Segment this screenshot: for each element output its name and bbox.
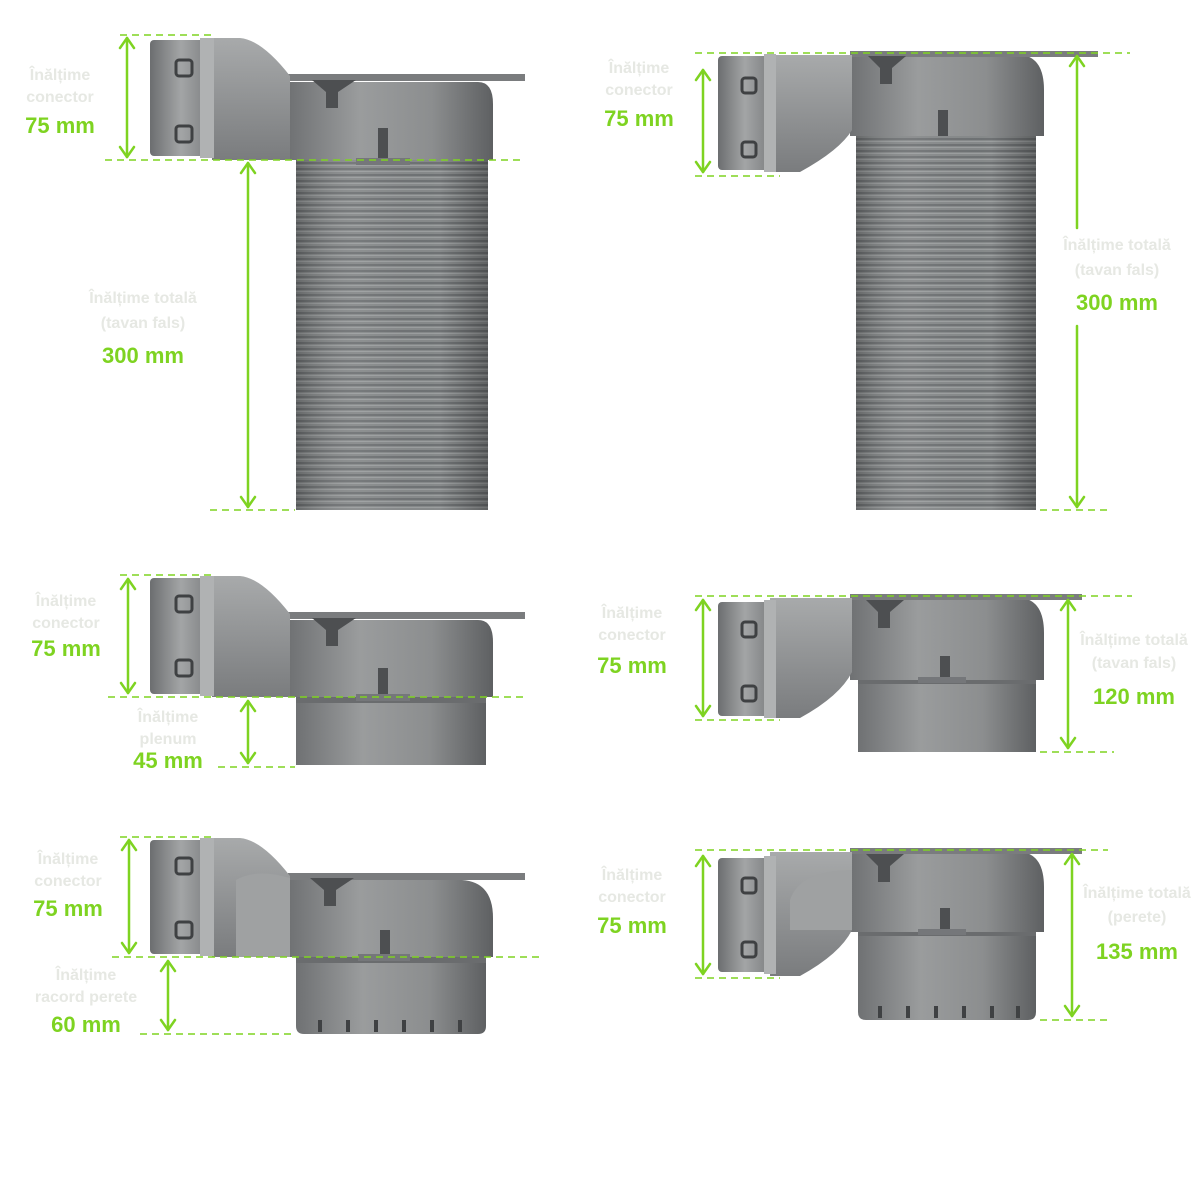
- connector-height-arrow: [694, 854, 712, 976]
- wall-title-line2: racord perete: [35, 989, 137, 1006]
- panel-e: Înălțime conector 75 mm Înălțime racord …: [33, 836, 540, 1037]
- round-connector: [718, 54, 852, 172]
- panel-c: Înălțime conector 75 mm Înălțime plenum …: [31, 574, 528, 773]
- connector-title-line2: conector: [26, 89, 94, 106]
- connector-title-line2: conector: [34, 873, 102, 890]
- connector-value: 75 mm: [604, 106, 674, 131]
- connector-value: 75 mm: [33, 896, 103, 921]
- total-title-line2: (perete): [1108, 909, 1167, 926]
- round-connector: [718, 852, 852, 976]
- plenum-height-arrow: [239, 699, 257, 765]
- connector-title-line1: Înălțime: [608, 58, 670, 77]
- connector-value: 75 mm: [597, 653, 667, 678]
- connector-title-line1: Înălțime: [601, 865, 663, 884]
- total-height-arrow: [1068, 54, 1086, 509]
- plenum-title-line2: plenum: [140, 731, 197, 748]
- plenum-box: [288, 873, 525, 961]
- round-connector: [718, 598, 852, 718]
- total-value: 300 mm: [102, 343, 184, 368]
- total-height-arrow: [239, 161, 257, 509]
- total-title-line1: Înălțime totală: [1082, 883, 1191, 902]
- total-title-line2: (tavan fals): [1092, 655, 1176, 672]
- connector-height-arrow: [120, 838, 138, 955]
- connector-value: 75 mm: [597, 913, 667, 938]
- total-title-line2: (tavan fals): [1075, 262, 1159, 279]
- round-connector: [150, 38, 290, 160]
- plenum-box: [850, 594, 1082, 683]
- plenum-collar: [296, 697, 486, 765]
- connector-title-line2: conector: [32, 615, 100, 632]
- plenum-title-line1: Înălțime: [137, 707, 199, 726]
- total-height-arrow: [1063, 852, 1081, 1018]
- connector-title-line1: Înălțime: [601, 603, 663, 622]
- total-value: 300 mm: [1076, 290, 1158, 315]
- wall-value: 60 mm: [51, 1012, 121, 1037]
- total-title-line1: Înălțime totală: [1079, 630, 1188, 649]
- total-height-arrow: [1059, 598, 1077, 750]
- total-value: 120 mm: [1093, 684, 1175, 709]
- panel-a: Înălțime conector 75 mm Înălțime totală …: [25, 34, 525, 511]
- connector-title-line1: Înălțime: [35, 591, 97, 610]
- connector-height-arrow: [694, 68, 712, 174]
- plenum-box: [850, 51, 1098, 136]
- wall-title-line1: Înălțime: [55, 965, 117, 984]
- total-value: 135 mm: [1096, 939, 1178, 964]
- round-connector: [150, 576, 290, 697]
- connector-value: 75 mm: [25, 113, 95, 138]
- panel-f: Înălțime conector 75 mm Înălțime totală …: [597, 848, 1191, 1021]
- total-title-line1: Înălțime totală: [88, 288, 197, 307]
- plenum-box: [850, 848, 1082, 935]
- connector-value: 75 mm: [31, 636, 101, 661]
- connector-height-arrow: [119, 577, 137, 695]
- connector-title-line1: Înălțime: [29, 65, 91, 84]
- plenum-box: [288, 74, 525, 165]
- panel-b: Înălțime conector 75 mm Înălțime totală …: [604, 51, 1171, 511]
- total-title-line1: Înălțime totală: [1062, 235, 1171, 254]
- connector-title-line1: Înălțime: [37, 849, 99, 868]
- wall-collar: [296, 957, 486, 1034]
- connector-height-arrow: [694, 598, 712, 718]
- round-connector: [150, 838, 290, 957]
- plenum-box: [288, 612, 525, 701]
- wall-collar: [858, 930, 1036, 1020]
- connector-title-line2: conector: [598, 627, 666, 644]
- panel-d: Înălțime conector 75 mm Înălțime totală …: [597, 594, 1188, 753]
- plenum-value: 45 mm: [133, 748, 203, 773]
- total-title-line2: (tavan fals): [101, 315, 185, 332]
- connector-height-arrow: [118, 36, 136, 159]
- wall-height-arrow: [159, 959, 177, 1032]
- plenum-collar: [858, 678, 1036, 752]
- connector-title-line2: conector: [598, 889, 666, 906]
- connector-title-line2: conector: [605, 82, 673, 99]
